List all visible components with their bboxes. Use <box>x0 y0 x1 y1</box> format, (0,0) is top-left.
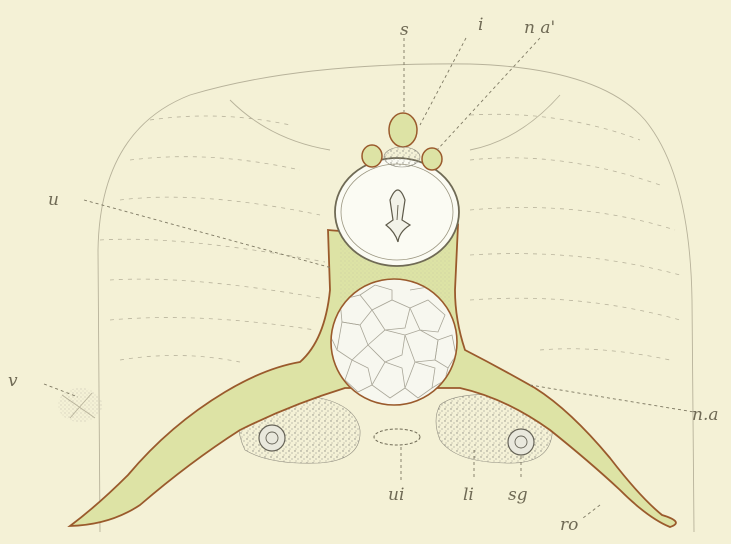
label-li: li <box>463 485 474 505</box>
notochord-disk <box>330 279 457 405</box>
label-s: s <box>400 20 409 40</box>
label-sg: sg <box>508 485 528 505</box>
label-i: i <box>478 15 483 35</box>
left-ventral-vessel <box>259 425 285 451</box>
left-stipple-spot <box>58 388 102 422</box>
neural-canal <box>335 158 459 266</box>
label-ro: ro <box>560 515 578 535</box>
right-ventral-vessel <box>508 429 534 455</box>
label-v: v <box>8 371 18 391</box>
label-na-prime: n a' <box>524 18 555 38</box>
label-u: u <box>48 190 59 210</box>
label-na: n.a <box>692 405 719 425</box>
label-ui: ui <box>388 485 404 505</box>
